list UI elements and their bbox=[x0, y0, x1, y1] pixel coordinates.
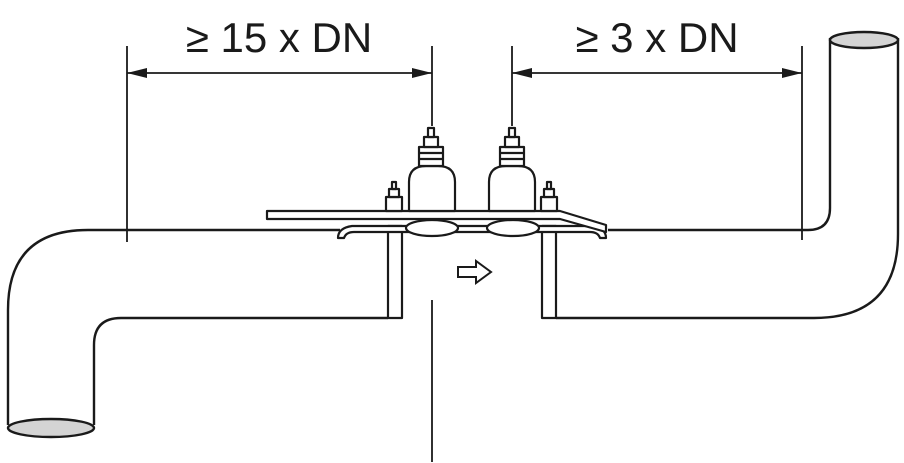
upstream-distance-label: ≥ 15 x DN bbox=[186, 14, 372, 61]
transducer-foot-right bbox=[485, 218, 541, 238]
pipe-cut-end-top-right bbox=[828, 30, 900, 50]
pipe-inner-contour-left bbox=[92, 316, 388, 425]
pipe-cut-end-bottom-left bbox=[6, 417, 96, 439]
clamp-screw-right bbox=[539, 180, 559, 213]
clamp-rod-left bbox=[386, 224, 404, 320]
dimension-lines bbox=[126, 46, 803, 462]
sensor-mount bbox=[265, 126, 608, 320]
clamp-rod-right bbox=[540, 224, 558, 320]
pipe-top-right bbox=[608, 38, 832, 232]
downstream-distance-label: ≥ 3 x DN bbox=[575, 14, 738, 61]
right-arrow-icon bbox=[457, 259, 493, 285]
mounting-band bbox=[336, 224, 608, 240]
clamp-screw-left bbox=[384, 180, 404, 213]
mounting-rail bbox=[265, 209, 608, 234]
pipe bbox=[6, 38, 900, 425]
transducer-right bbox=[487, 126, 537, 213]
transducer-foot-left bbox=[404, 218, 460, 238]
transducer-left bbox=[407, 126, 457, 213]
pipe-outer-contour bbox=[6, 228, 340, 425]
pipe-bottom-right bbox=[556, 38, 900, 320]
